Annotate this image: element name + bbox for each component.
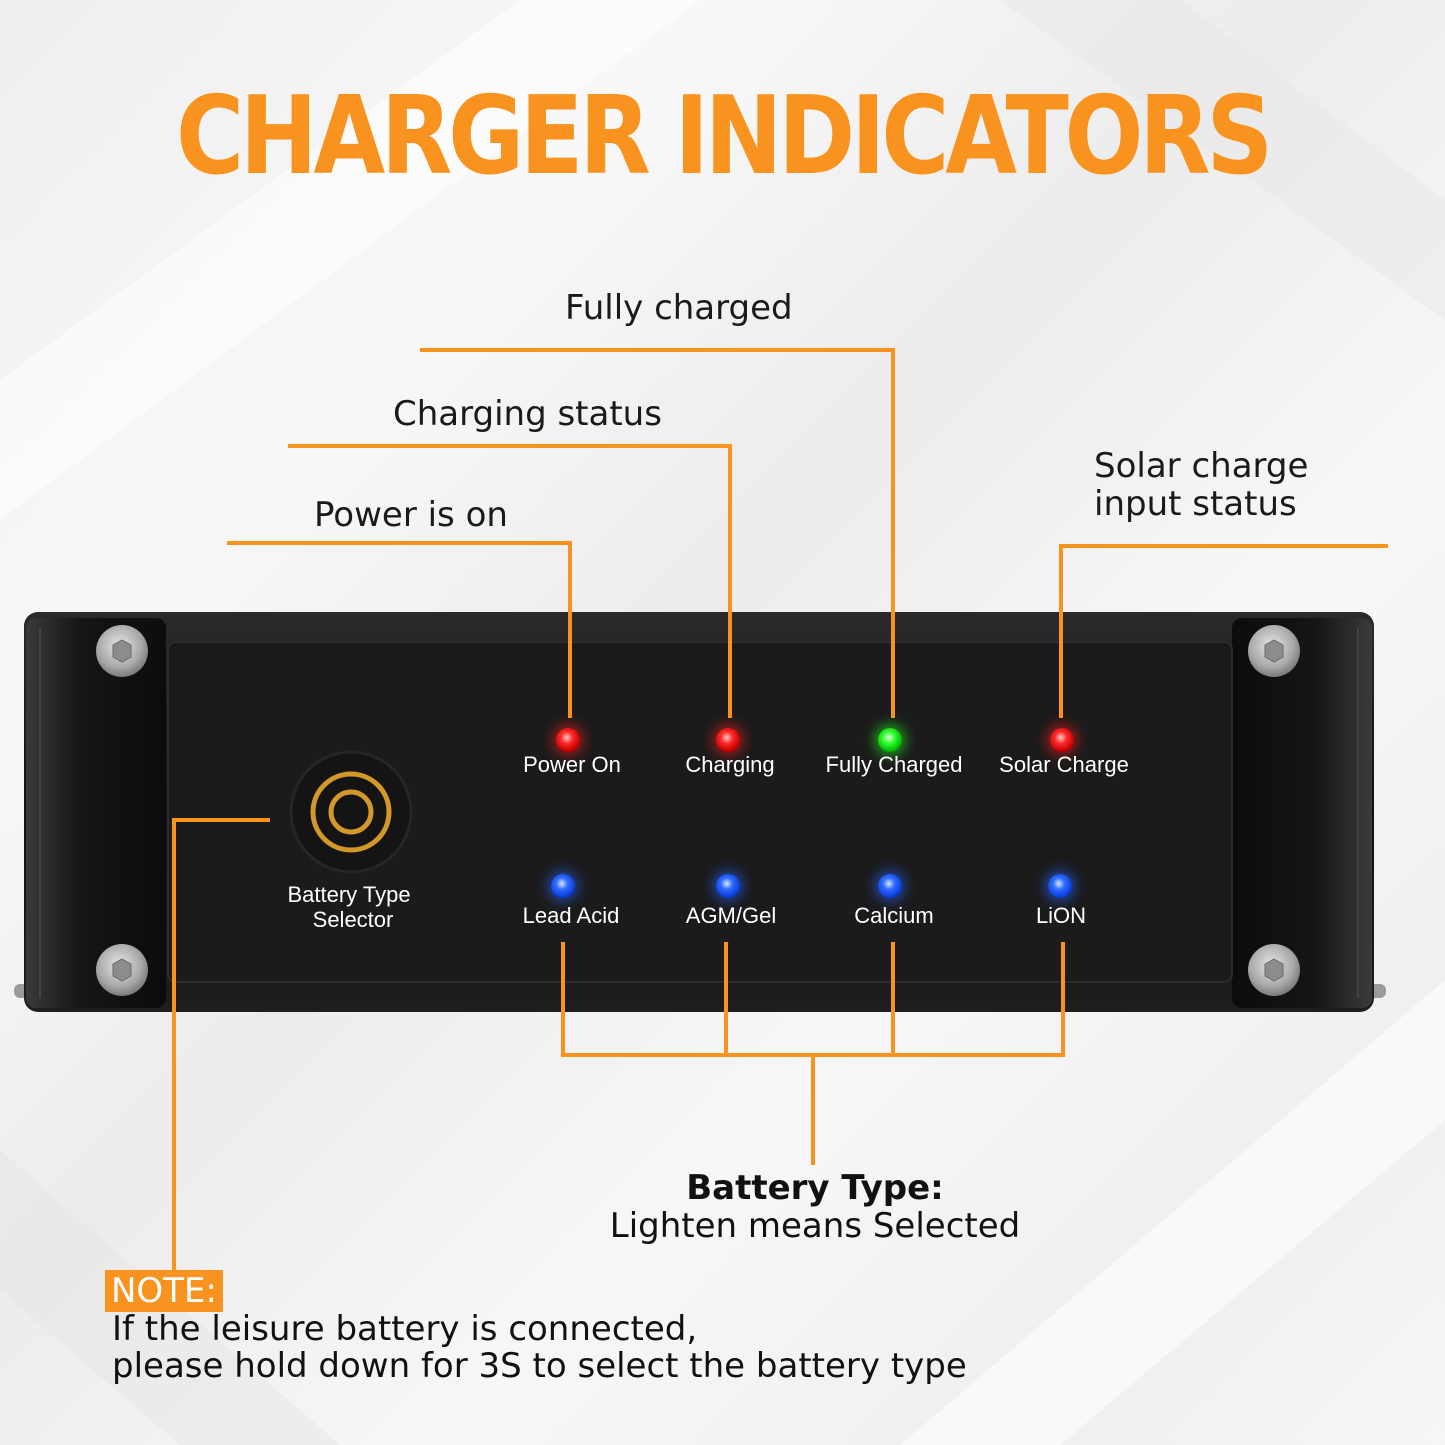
- screw-top-left: [96, 625, 148, 677]
- label-agm-gel: AGM/Gel: [685, 903, 777, 928]
- led-charging: [716, 728, 740, 752]
- callout-charging-status: Charging status: [393, 394, 662, 434]
- note-line2: please hold down for 3S to select the ba…: [112, 1346, 967, 1386]
- led-lead-acid: [551, 874, 575, 898]
- battery-type-selector-button: [289, 750, 413, 874]
- page-title: CHARGER INDICATORS: [176, 74, 1273, 199]
- led-solar-charge: [1050, 728, 1074, 752]
- label-solar-charge: Solar Charge: [999, 752, 1129, 777]
- screw-bottom-right: [1248, 944, 1300, 996]
- callout-solar-line1: Solar charge: [1094, 446, 1309, 486]
- led-fully-charged: [878, 728, 902, 752]
- screw-top-right: [1248, 625, 1300, 677]
- note-label: NOTE:: [105, 1270, 223, 1312]
- led-lion: [1048, 874, 1072, 898]
- led-power-on: [556, 728, 580, 752]
- label-selector-line1: Battery Type: [287, 882, 411, 907]
- led-calcium: [878, 874, 902, 898]
- label-selector-line2: Selector: [312, 907, 394, 932]
- callout-fully-charged: Fully charged: [565, 288, 793, 328]
- callout-solar-line2: input status: [1094, 484, 1297, 524]
- label-lion: LiON: [1035, 903, 1087, 928]
- label-power-on: Power On: [523, 752, 621, 777]
- label-calcium: Calcium: [854, 903, 934, 928]
- label-fully-charged: Fully Charged: [825, 752, 963, 777]
- note-line1: If the leisure battery is connected,: [112, 1309, 698, 1349]
- callout-power-is-on: Power is on: [314, 495, 508, 535]
- screw-bottom-left: [96, 944, 148, 996]
- led-agm-gel: [716, 874, 740, 898]
- label-charging: Charging: [685, 752, 775, 777]
- label-lead-acid: Lead Acid: [522, 903, 620, 928]
- battery-type-subtitle: Lighten means Selected: [609, 1206, 1021, 1246]
- battery-type-title: Battery Type:: [686, 1168, 944, 1208]
